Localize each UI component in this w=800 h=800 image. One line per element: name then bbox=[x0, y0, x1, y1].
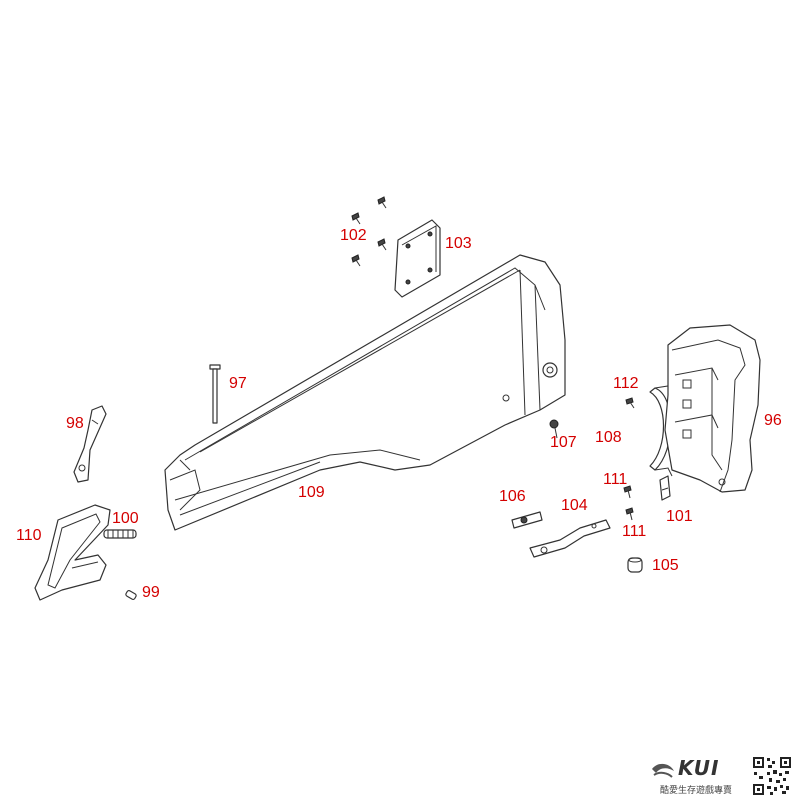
label-112: 112 bbox=[613, 375, 639, 392]
brand-logo: KUI bbox=[678, 756, 720, 780]
label-103: 103 bbox=[445, 235, 472, 252]
label-105: 105 bbox=[652, 557, 679, 574]
part-111-screws bbox=[623, 485, 634, 521]
part-109-stock-body bbox=[164, 254, 566, 531]
label-99: 99 bbox=[142, 584, 160, 601]
label-100: 100 bbox=[112, 510, 139, 527]
label-101: 101 bbox=[666, 508, 693, 525]
label-104: 104 bbox=[561, 497, 588, 514]
part-105-button bbox=[627, 557, 643, 573]
part-104-bracket bbox=[529, 519, 611, 558]
part-107-screw bbox=[549, 419, 559, 439]
label-98: 98 bbox=[66, 415, 84, 432]
label-106: 106 bbox=[499, 488, 526, 505]
part-110-arm bbox=[34, 504, 111, 601]
part-112-screw bbox=[625, 397, 635, 409]
part-103-plate bbox=[394, 219, 441, 298]
part-100-spring bbox=[103, 529, 137, 539]
label-102: 102 bbox=[340, 227, 367, 244]
label-107: 107 bbox=[550, 434, 577, 451]
label-109: 109 bbox=[298, 484, 325, 501]
qr-code-icon bbox=[752, 756, 792, 796]
part-96-butt-plate bbox=[664, 324, 761, 493]
label-97: 97 bbox=[229, 375, 247, 392]
brand-tagline: 酷愛生存遊戲專賣 bbox=[660, 786, 733, 796]
label-96: 96 bbox=[764, 412, 782, 429]
kui-logo-icon bbox=[652, 763, 674, 778]
part-102-screws bbox=[351, 196, 387, 267]
part-98-latch bbox=[73, 405, 107, 483]
label-108: 108 bbox=[595, 429, 622, 446]
label-111-lower: 111 bbox=[622, 523, 647, 540]
part-97-pin bbox=[209, 364, 221, 424]
part-106-plate bbox=[511, 511, 543, 529]
part-101-bracket bbox=[659, 475, 671, 501]
part-99-small-pin bbox=[125, 590, 137, 600]
label-111-upper: 111 bbox=[603, 471, 628, 488]
label-110: 110 bbox=[16, 527, 42, 544]
